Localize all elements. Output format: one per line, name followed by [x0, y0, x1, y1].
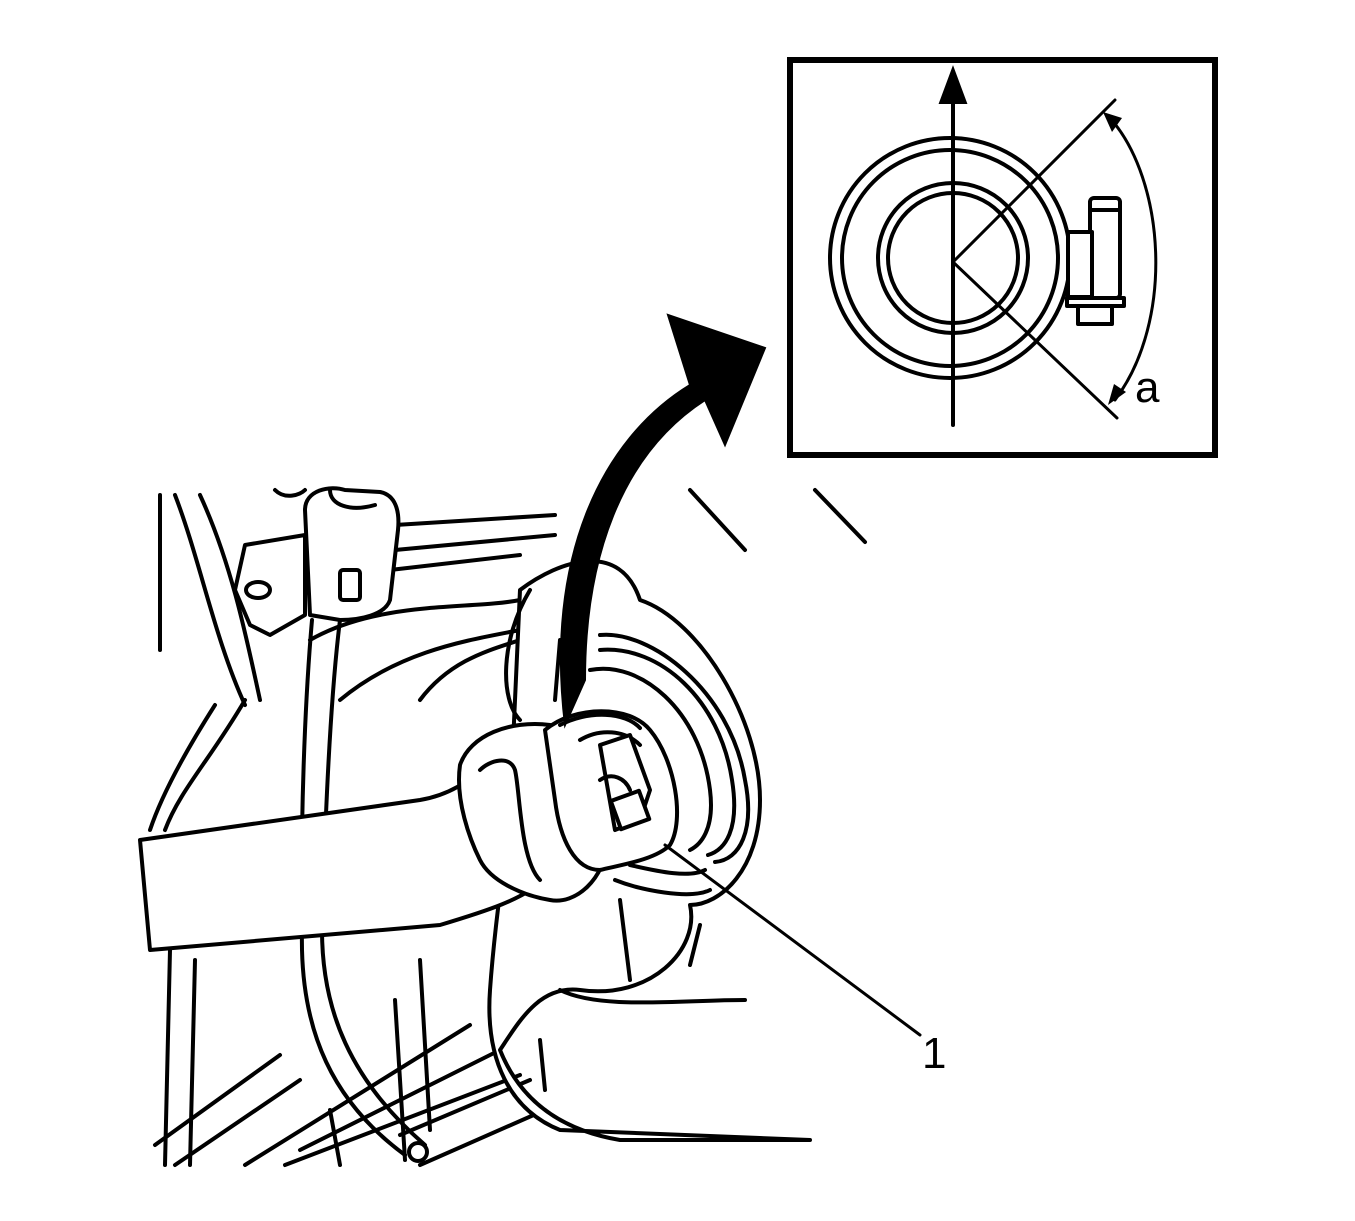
hose-clamp	[543, 709, 680, 872]
motion-lines	[538, 488, 867, 1092]
frame-rails	[148, 493, 557, 1167]
hose-clamp-icon	[1065, 196, 1126, 326]
detail-inset	[787, 57, 1218, 458]
curved-arrow-icon	[559, 313, 767, 729]
angle-a-label: a	[1135, 363, 1160, 412]
callout-1-leader	[663, 843, 922, 1037]
callout-1-label: 1	[922, 1029, 946, 1078]
mounting-bracket	[233, 486, 401, 637]
